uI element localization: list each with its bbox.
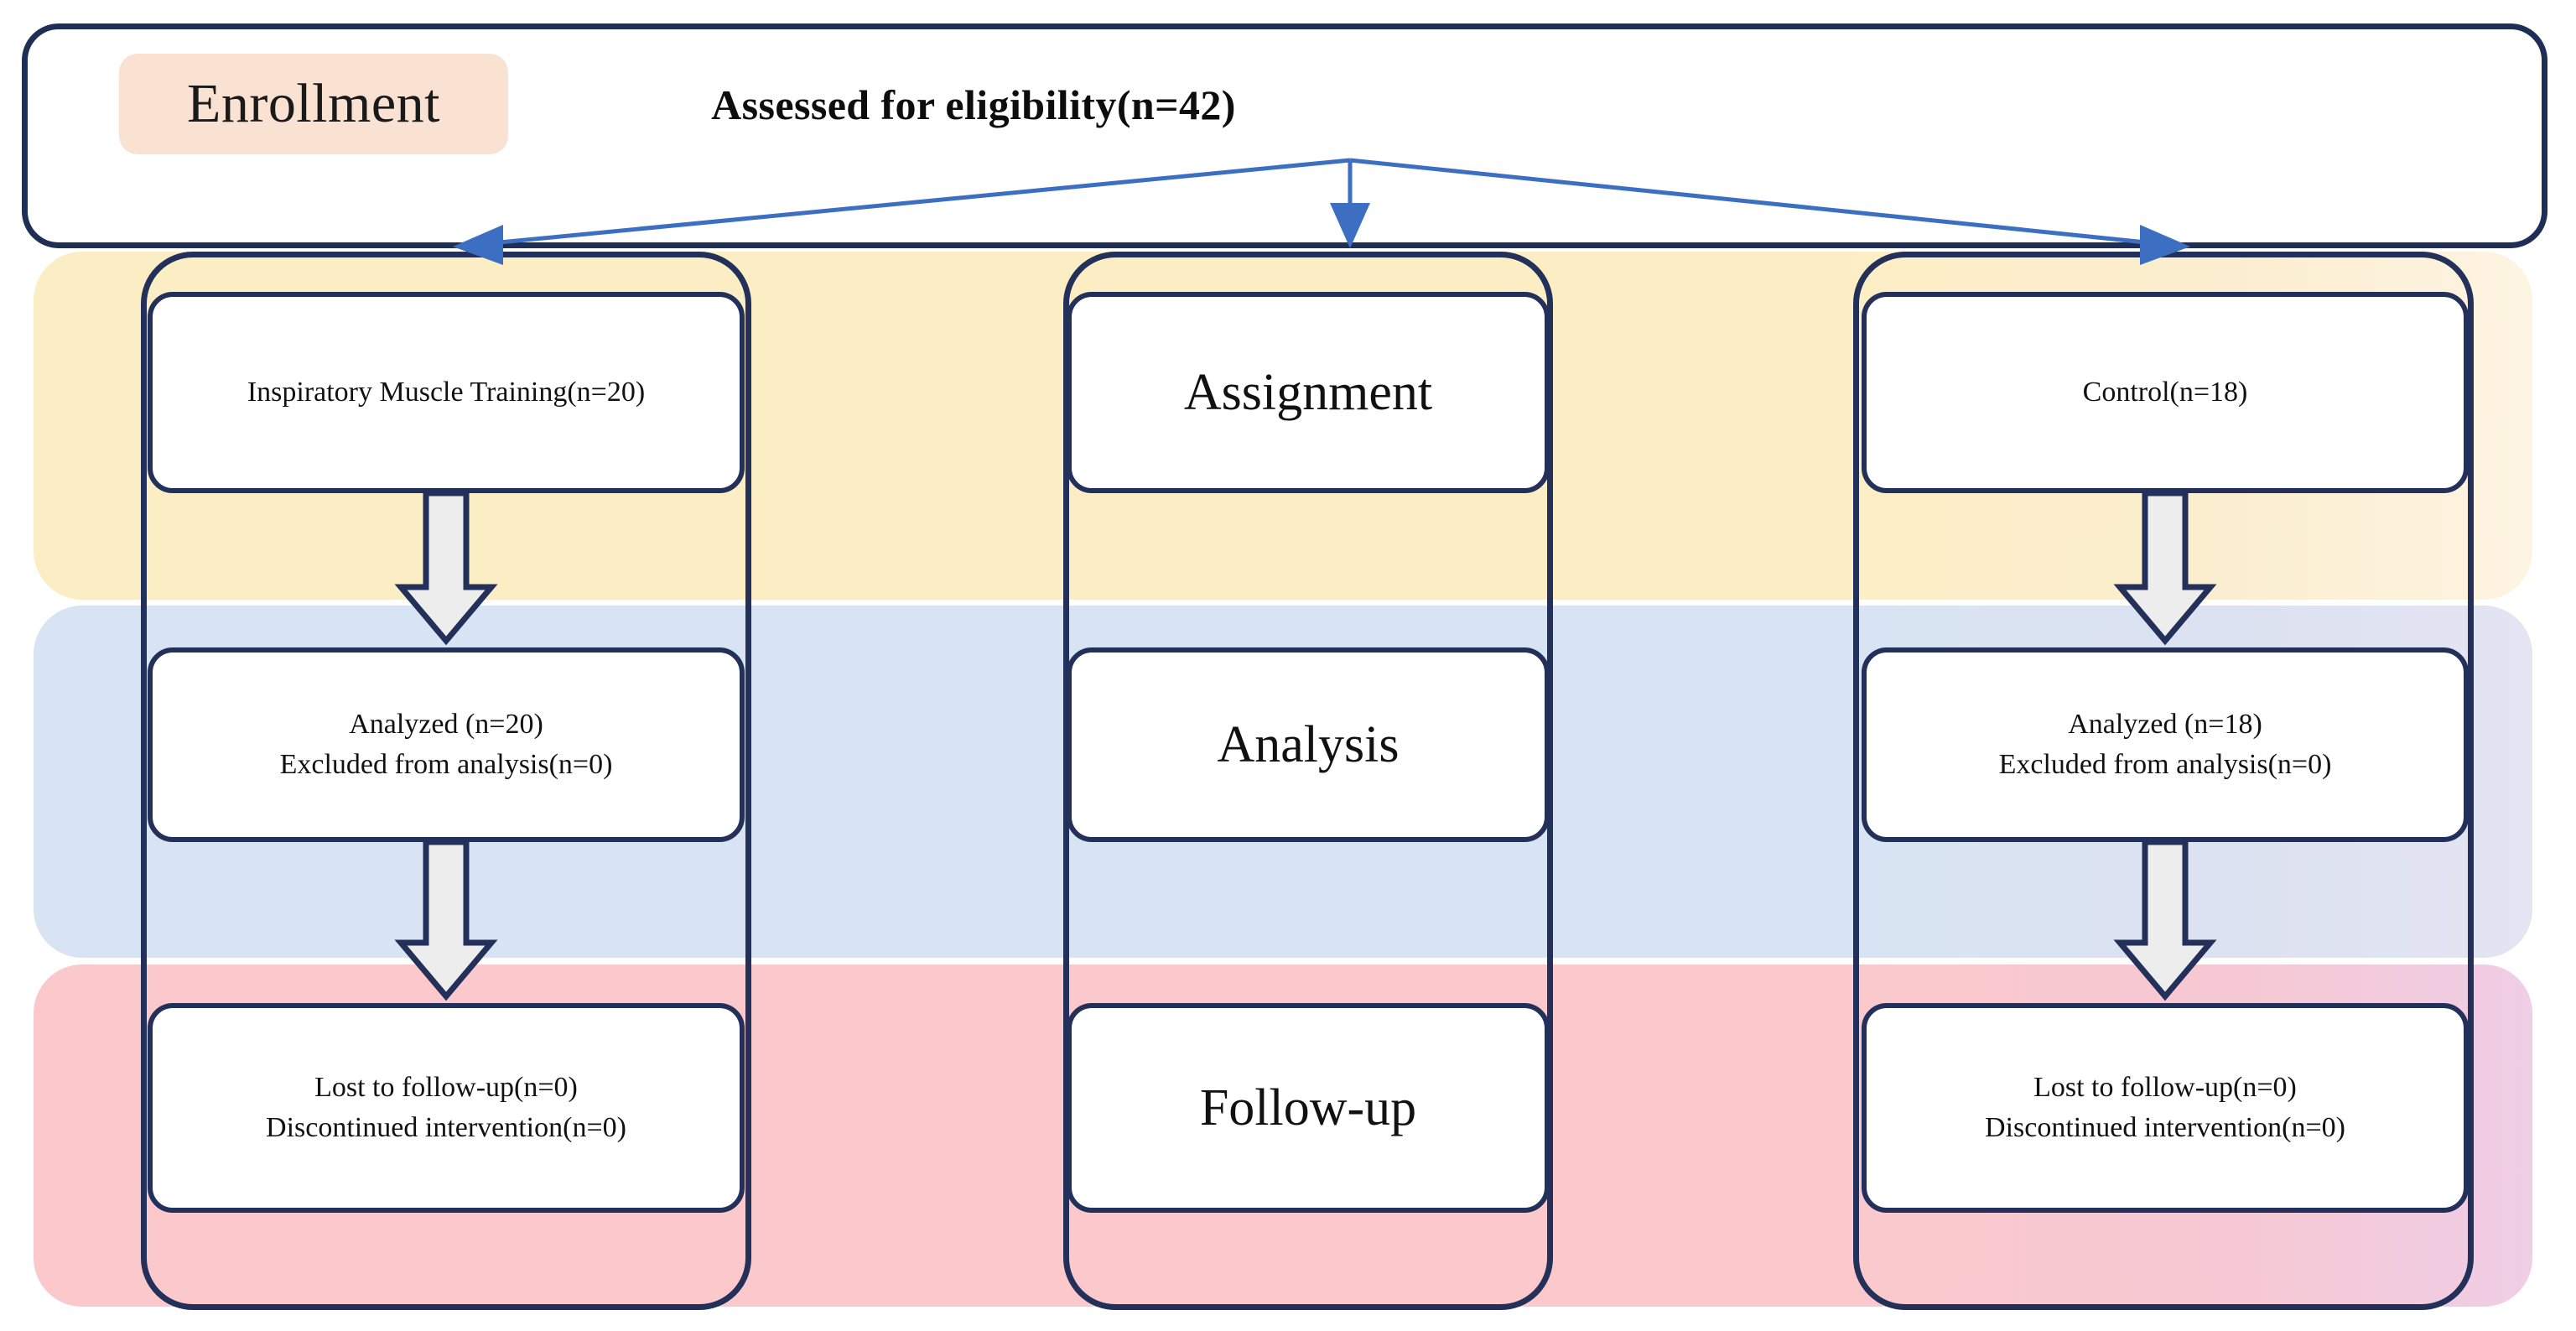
control-lost-label: Lost to follow-up(n=0) <box>2033 1071 2297 1103</box>
intervention-analyzed-label: Analyzed (n=20) <box>349 708 543 740</box>
node-control-analysis: Analyzed (n=18) Excluded from analysis(n… <box>1862 647 2469 842</box>
intervention-lost-label: Lost to follow-up(n=0) <box>314 1071 578 1103</box>
enrollment-badge: Enrollment <box>119 54 508 154</box>
control-analyzed-label: Analyzed (n=18) <box>2068 708 2262 740</box>
node-intervention-analysis: Analyzed (n=20) Excluded from analysis(n… <box>148 647 745 842</box>
assessed-for-eligibility-label: Assessed for eligibility(n=42) <box>711 81 1236 128</box>
control-allocation-label: Control(n=18) <box>2082 376 2248 408</box>
intervention-discontinued-label: Discontinued intervention(n=0) <box>266 1112 626 1143</box>
node-intervention-allocation: Inspiratory Muscle Training(n=20) <box>148 292 745 493</box>
intervention-allocation-label: Inspiratory Muscle Training(n=20) <box>247 376 646 408</box>
node-phase-followup: Follow-up <box>1067 1003 1550 1213</box>
phase-assignment-label: Assignment <box>1183 363 1433 421</box>
column-container-intervention <box>141 252 751 1310</box>
phase-analysis-label: Analysis <box>1217 715 1400 773</box>
node-phase-analysis: Analysis <box>1067 647 1550 842</box>
node-intervention-followup: Lost to follow-up(n=0) Discontinued inte… <box>148 1003 745 1213</box>
control-excluded-label: Excluded from analysis(n=0) <box>1998 749 2332 780</box>
intervention-excluded-label: Excluded from analysis(n=0) <box>279 749 613 780</box>
node-control-allocation: Control(n=18) <box>1862 292 2469 493</box>
node-control-followup: Lost to follow-up(n=0) Discontinued inte… <box>1862 1003 2469 1213</box>
phase-followup-label: Follow-up <box>1199 1079 1417 1136</box>
column-container-phase-labels <box>1063 252 1553 1310</box>
node-phase-assignment: Assignment <box>1067 292 1550 493</box>
control-discontinued-label: Discontinued intervention(n=0) <box>1985 1112 2345 1143</box>
